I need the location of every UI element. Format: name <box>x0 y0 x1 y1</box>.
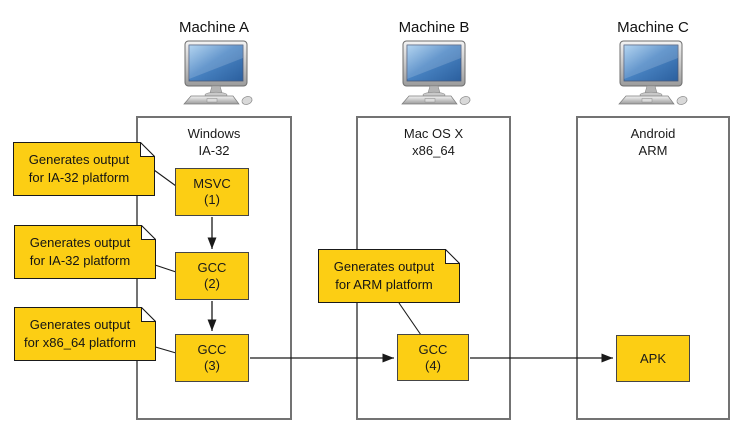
node-seq: (3) <box>204 358 220 373</box>
node-msvc-1: MSVC (1) <box>175 168 249 216</box>
computer-icon <box>397 40 473 106</box>
computer-icon <box>614 40 690 106</box>
node-gcc-3: GCC (3) <box>175 334 249 382</box>
machine-a-platform-label: Windows IA-32 <box>187 126 241 158</box>
node-label: MSVC <box>193 176 231 191</box>
node-apk: APK <box>616 335 690 382</box>
note-ia32-gcc2: Generates output for IA-32 platform <box>14 225 156 279</box>
note-shape <box>14 225 156 279</box>
node-gcc-4: GCC (4) <box>397 334 469 381</box>
node-label: APK <box>639 350 666 366</box>
note-arm-gcc4: Generates output for ARM platform <box>318 249 460 303</box>
node-label: GCC <box>197 342 227 357</box>
note-shape <box>13 142 155 196</box>
machine-c-container: Android ARM <box>576 116 730 420</box>
machine-c-title: Machine C <box>617 19 689 36</box>
note-shape <box>318 249 460 303</box>
note-x86-64-gcc3: Generates output for x86_64 platform <box>14 307 156 361</box>
note-shape <box>14 307 156 361</box>
machine-b-title: Machine B <box>398 19 470 36</box>
note-text: Generates output for IA-32 platform <box>29 235 131 268</box>
node-seq: (4) <box>425 357 441 373</box>
note-text: Generates output for IA-32 platform <box>28 152 130 185</box>
node-seq: (2) <box>204 276 220 291</box>
computer-icon <box>179 40 255 106</box>
machine-b-platform-label: Mac OS X x86_64 <box>403 126 464 158</box>
note-text: Generates output for ARM platform <box>333 259 435 292</box>
node-gcc-2: GCC (2) <box>175 252 249 300</box>
node-label: GCC <box>197 260 227 275</box>
machine-a-title: Machine A <box>178 19 250 36</box>
note-text: Generates output for x86_64 platform <box>23 317 136 350</box>
node-label: GCC <box>418 341 448 357</box>
node-seq: (1) <box>204 192 220 207</box>
note-ia32-msvc: Generates output for IA-32 platform <box>13 142 155 196</box>
machine-c-platform-label: Android ARM <box>630 126 676 158</box>
